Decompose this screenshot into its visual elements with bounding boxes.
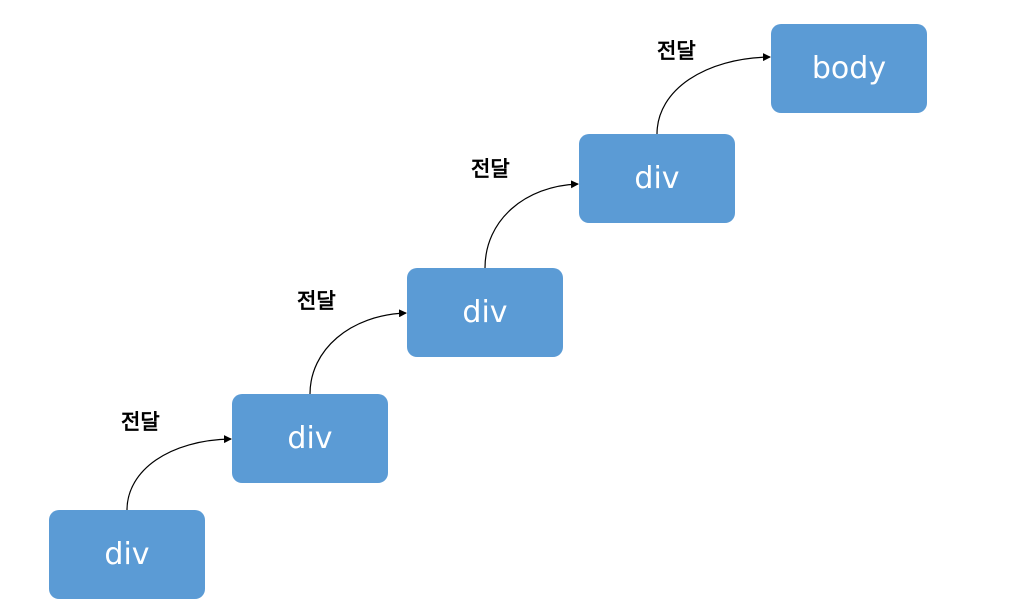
node-label: div [634,161,680,196]
edge-arrow-3 [484,180,579,269]
node-label: div [104,537,150,572]
node-body: body [771,24,927,113]
edge-arrow-2 [309,309,407,395]
edge-arrow-1 [126,435,232,511]
node-div-1: div [49,510,205,599]
node-div-4: div [579,134,735,223]
node-label: body [811,51,887,86]
edge-label-4: 전달 [657,39,696,63]
node-div-3: div [407,268,563,357]
node-label: div [462,295,508,330]
edge-label-3: 전달 [471,157,510,181]
edge-label-2: 전달 [297,289,336,313]
edge-label-1: 전달 [121,410,160,434]
node-label: div [287,421,333,456]
edge-arrow-4 [656,53,771,135]
node-div-2: div [232,394,388,483]
